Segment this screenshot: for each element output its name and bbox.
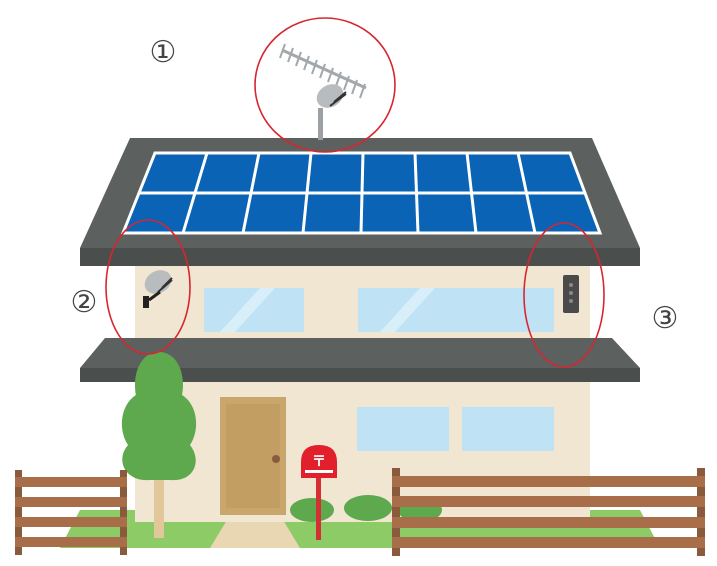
tree: [121, 352, 197, 538]
fence-right: [392, 468, 705, 556]
tv-antenna-icon: [279, 43, 367, 140]
highlight-circle-dish: [105, 219, 191, 355]
lower-roof: [80, 338, 640, 382]
mailbox-icon: 〒: [301, 445, 337, 540]
label-one: ①: [150, 35, 177, 70]
mailbox-symbol: 〒: [312, 454, 326, 470]
solar-panel-array: [120, 151, 603, 235]
label-three: ③: [652, 301, 679, 336]
lower-window-left: [357, 407, 449, 451]
wall-receiver-icon: [563, 275, 579, 313]
satellite-dish-icon: [143, 270, 173, 308]
highlight-circles: [105, 17, 605, 368]
lower-window-right: [462, 407, 554, 451]
highlight-circle-antenna: [254, 17, 396, 153]
highlight-circle-receiver: [523, 222, 605, 368]
front-door: [220, 397, 286, 515]
label-two: ②: [71, 285, 98, 320]
fence-left: [15, 470, 127, 555]
